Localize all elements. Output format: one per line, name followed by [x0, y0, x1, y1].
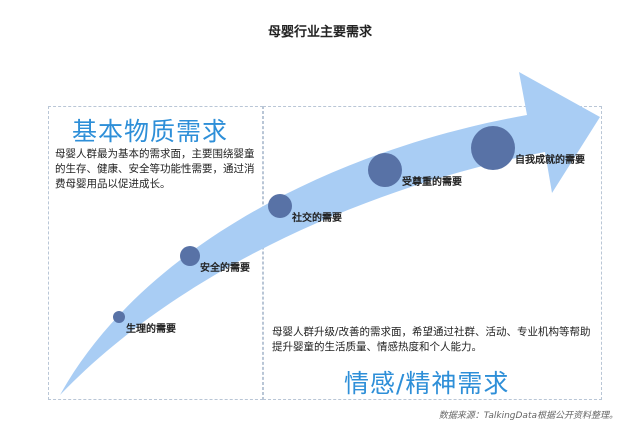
need-label-self-actualization: 自我成就的需要 — [515, 155, 585, 166]
need-circle-social — [268, 194, 292, 218]
need-circle-physiological — [113, 311, 125, 323]
right-panel-border — [263, 106, 602, 400]
source-note: 数据来源：TalkingData根据公开资料整理。 — [438, 411, 618, 421]
need-label-physiological: 生理的需要 — [126, 324, 176, 335]
need-circle-safety — [180, 246, 200, 266]
right-panel-heading: 情感/精神需求 — [344, 369, 510, 398]
need-label-esteem: 受尊重的需要 — [402, 177, 462, 188]
need-label-social: 社交的需要 — [292, 213, 342, 224]
need-circle-esteem — [368, 153, 402, 187]
page-title: 母婴行业主要需求 — [267, 25, 372, 40]
need-label-safety: 安全的需要 — [200, 263, 250, 274]
growth-arrow — [60, 72, 600, 395]
left-panel-border — [48, 106, 263, 400]
left-panel-heading: 基本物质需求 — [72, 117, 229, 146]
need-circle-self-actualization — [471, 126, 515, 170]
left-panel-description: 母婴人群最为基本的需求面，主要围绕婴童的生存、健康、安全等功能性需要，通过消费母… — [55, 148, 255, 190]
right-panel-description: 母婴人群升级/改善的需求面，希望通过社群、活动、专业机构等帮助提升婴童的生活质量… — [272, 326, 591, 353]
